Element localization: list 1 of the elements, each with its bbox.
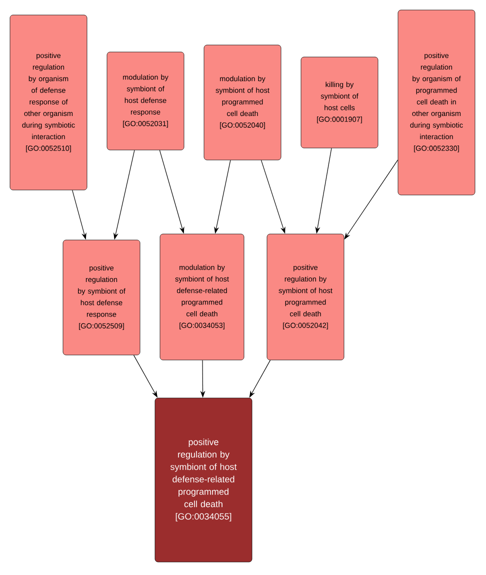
term-box: positive regulation by symbiont of host defense-related programmed cell death [GO:0034055]	[154, 398, 252, 562]
